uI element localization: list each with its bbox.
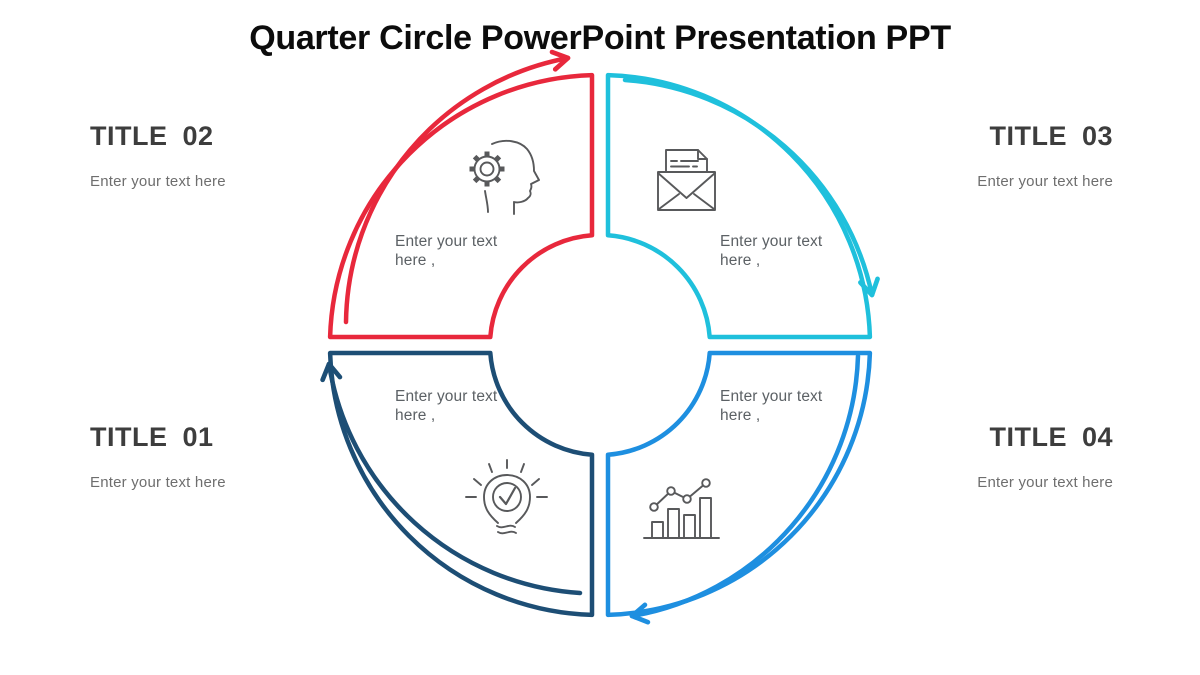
navy-arrow — [320, 361, 583, 596]
outer-title-02-text: Enter your text here — [90, 173, 226, 190]
outer-title-01-label: TITLE 01 — [90, 422, 214, 452]
outer-title-02: TITLE 02 Enter your text here — [90, 121, 370, 190]
open-mail-icon — [657, 149, 716, 211]
quadrant-top-right-placeholder: Enter your text here , — [720, 233, 823, 269]
blue-arrow — [629, 353, 861, 625]
quadrant-bottom-right-placeholder: Enter your text here , — [720, 388, 823, 424]
outer-title-01: TITLE 01 Enter your text here — [90, 422, 370, 491]
quadrant-top-left-shape — [327, 72, 595, 340]
quadrant-bottom-left-shape — [327, 350, 595, 618]
slide-title: Quarter Circle PowerPoint Presentation P… — [249, 19, 951, 57]
outer-title-03-label: TITLE 03 — [989, 121, 1113, 151]
outer-title-04-text: Enter your text here — [977, 474, 1113, 491]
outer-title-04: TITLE 04 Enter your text here — [833, 422, 1113, 491]
head-gear-icon — [469, 139, 540, 215]
quadrant-top-left-placeholder: Enter your text here , — [395, 233, 498, 269]
red-arrow — [343, 49, 571, 325]
quadrant-bottom-left-placeholder: Enter your text here , — [395, 388, 498, 424]
outer-title-02-label: TITLE 02 — [90, 121, 214, 151]
bar-chart-trend-icon — [643, 478, 720, 539]
outer-title-03-text: Enter your text here — [977, 173, 1113, 190]
outer-title-01-text: Enter your text here — [90, 474, 226, 491]
lightbulb-check-icon — [465, 459, 548, 535]
outer-title-03: TITLE 03 Enter your text here — [833, 121, 1113, 190]
outer-title-04-label: TITLE 04 — [989, 422, 1113, 452]
cyan-arrow — [622, 77, 880, 298]
